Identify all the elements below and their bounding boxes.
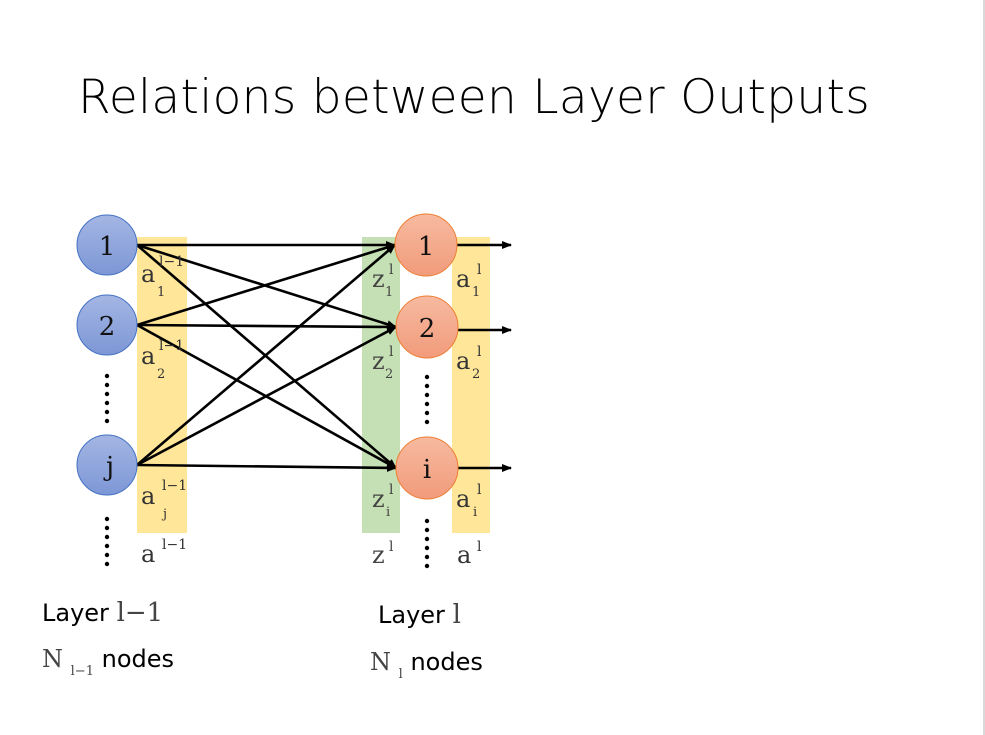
node-count-sub: l [398,667,403,682]
svg-text:l−1: l−1 [162,478,187,494]
right-ellipsis-upper [424,374,430,425]
svg-text:l−1: l−1 [159,338,184,354]
right-node: 2 [395,295,459,359]
left-ellipsis-upper [104,373,110,424]
layer-label-text: Layer [378,601,445,629]
left-activation-label: a 1 l−1 [141,254,184,300]
connections [136,241,397,472]
layer-label-index: l−1 [116,598,164,628]
node-label: 2 [419,314,436,344]
left-activation-label: a 2 l−1 [141,338,184,382]
left-layer-label: Layer l−1 [42,598,163,628]
svg-text:l−1: l−1 [162,537,187,553]
right-input-label: z 2 l [372,344,394,382]
edge-2-1 [136,243,396,327]
edge-3-2 [136,325,397,467]
svg-text:l: l [477,539,482,555]
node-count-symbol: N [370,648,391,676]
svg-text:a: a [457,541,471,569]
right-activation-label: a 2 l [456,344,482,382]
svg-text:a: a [456,347,470,375]
right-node: 1 [394,213,458,277]
right-activation-band [452,237,490,533]
node-label: 2 [99,312,116,342]
left-node: j [76,434,138,496]
left-activation-vector-label: a l−1 [141,537,187,568]
right-input-band [362,237,400,533]
edge-1-3 [136,244,397,469]
svg-text:i: i [473,505,477,520]
svg-text:a: a [141,342,155,370]
right-node-count-label: N l nodes [370,648,483,682]
node-count-text: nodes [101,645,175,673]
left-node: 2 [76,294,138,356]
svg-text:l: l [389,482,394,498]
layer-label-text: Layer [42,599,109,627]
left-activation-label: a j l−1 [141,478,187,522]
node-label: i [423,455,431,485]
svg-text:l: l [389,344,394,360]
node-label: 1 [99,232,116,262]
svg-text:a: a [141,482,155,510]
svg-text:1: 1 [385,285,393,300]
svg-text:j: j [161,507,167,522]
svg-text:1: 1 [157,285,165,300]
slide-title: Relations between Layer Outputs [78,70,870,125]
right-input-label: z 1 l [372,262,394,300]
svg-text:2: 2 [472,367,480,382]
left-node-count-label: N l−1 nodes [42,645,175,679]
right-input-label: z i l [372,482,394,520]
svg-text:2: 2 [157,367,165,382]
layer-label-index: l [452,600,461,630]
right-node: i [395,436,459,500]
svg-text:l: l [477,482,482,498]
left-ellipsis-lower [104,516,110,567]
svg-text:z: z [372,541,385,569]
svg-text:i: i [386,505,390,520]
output-arrows [457,241,512,472]
right-activation-vector-label: a l [457,539,482,569]
svg-text:l: l [389,262,394,278]
right-layer-label: Layer l [378,600,461,630]
svg-text:a: a [141,540,155,568]
svg-text:a: a [141,260,155,288]
svg-text:2: 2 [385,367,393,382]
svg-text:a: a [456,265,470,293]
svg-text:l: l [477,262,482,278]
svg-text:1: 1 [472,285,480,300]
svg-text:l−1: l−1 [159,254,184,270]
left-node: 1 [76,214,138,276]
svg-text:l: l [389,539,394,555]
svg-text:z: z [372,265,385,293]
edge-3-1 [136,244,396,466]
node-count-symbol: N [42,645,63,673]
svg-text:a: a [456,485,470,513]
right-input-vector-label: z l [372,539,394,569]
edge-2-2 [136,322,397,331]
node-label: 1 [418,232,435,262]
node-count-sub: l−1 [70,664,94,679]
left-activation-band [137,237,187,533]
node-label: j [103,452,114,482]
edge-3-3 [136,463,397,472]
svg-text:z: z [372,485,385,513]
right-activation-label: a i l [456,482,482,520]
right-ellipsis-lower [424,518,430,569]
svg-text:l: l [477,344,482,360]
node-count-text: nodes [410,648,483,676]
right-activation-label: a 1 l [456,262,482,300]
svg-text:z: z [372,347,385,375]
